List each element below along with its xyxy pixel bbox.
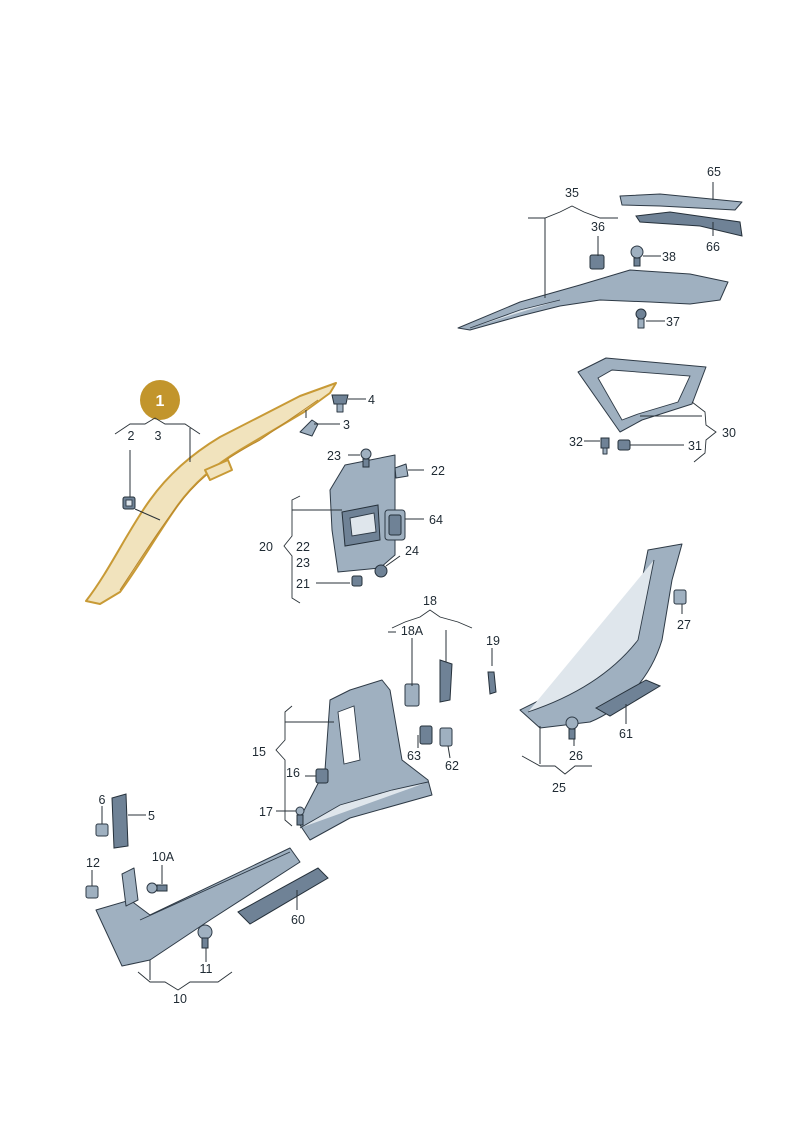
label-64: 64 [429, 513, 443, 527]
clip-36[interactable] [589, 254, 605, 270]
label-10A: 10A [152, 850, 175, 864]
label-30: 30 [722, 426, 736, 440]
badge-1: 1 [140, 380, 180, 420]
screw-37[interactable] [635, 308, 647, 329]
label-62: 62 [445, 759, 459, 773]
label-5: 5 [148, 809, 155, 823]
label-17: 17 [259, 805, 273, 819]
clip-26[interactable] [565, 716, 579, 740]
label-23-lower: 23 [296, 556, 310, 570]
clip-27[interactable] [673, 589, 687, 605]
label-65: 65 [707, 165, 721, 179]
label-37: 37 [666, 315, 680, 329]
label-36: 36 [591, 220, 605, 234]
label-31: 31 [688, 439, 702, 453]
b-pillar-lower-trim-15[interactable] [297, 679, 433, 841]
callout-labels: 65 35 36 38 66 37 4 3 2 3 23 22 64 20 22… [86, 165, 736, 1006]
label-6: 6 [99, 793, 106, 807]
label-22-lower: 22 [296, 540, 310, 554]
a-pillar-trim-highlighted[interactable] [85, 382, 337, 605]
label-66: 66 [706, 240, 720, 254]
label-61: 61 [619, 727, 633, 741]
screw-4[interactable] [331, 394, 349, 413]
strip-5[interactable] [111, 793, 129, 849]
rear-upper-trim-35[interactable] [457, 269, 729, 331]
label-3-upper: 3 [343, 418, 350, 432]
label-26: 26 [569, 749, 583, 763]
clip-6[interactable] [95, 823, 109, 837]
label-10: 10 [173, 992, 187, 1006]
clip-63[interactable] [419, 725, 433, 745]
quarter-window-trim-30[interactable] [577, 357, 707, 433]
clip-16[interactable] [315, 768, 329, 784]
clip-2[interactable] [122, 496, 136, 510]
clip-21[interactable] [351, 575, 363, 587]
scuff-plate-60[interactable] [237, 867, 329, 925]
front-sill-trim-10[interactable] [95, 847, 301, 967]
strip-19[interactable] [487, 671, 497, 695]
label-11: 11 [200, 962, 213, 976]
label-18: 18 [423, 594, 437, 608]
clip-22[interactable] [394, 463, 409, 479]
screw-23[interactable] [360, 448, 372, 468]
clip-12[interactable] [85, 885, 99, 899]
label-27: 27 [677, 618, 691, 632]
label-20: 20 [259, 540, 273, 554]
label-35: 35 [565, 186, 579, 200]
label-38: 38 [662, 250, 676, 264]
trim-strip-65[interactable] [619, 193, 743, 211]
label-3-lower: 3 [155, 429, 162, 443]
label-2: 2 [128, 429, 135, 443]
label-63: 63 [407, 749, 421, 763]
label-12: 12 [86, 856, 100, 870]
trim-strip-66[interactable] [635, 211, 743, 237]
label-24: 24 [405, 544, 419, 558]
label-25: 25 [552, 781, 566, 795]
bracket-18A[interactable] [404, 683, 420, 707]
label-19: 19 [486, 634, 500, 648]
rear-sill-trim-25[interactable] [519, 543, 683, 729]
screw-10A[interactable] [146, 882, 168, 894]
clip-62[interactable] [439, 727, 453, 747]
clip-17[interactable] [295, 806, 305, 826]
label-23-upper: 23 [327, 449, 341, 463]
label-32: 32 [569, 435, 583, 449]
leader-lines [91, 182, 717, 991]
b-pillar-upper-trim-20[interactable] [329, 454, 396, 573]
scuff-plate-61[interactable] [594, 679, 662, 717]
label-15: 15 [252, 745, 266, 759]
bracket-64[interactable] [384, 509, 406, 541]
clip-32[interactable] [600, 437, 610, 455]
clip-31[interactable] [617, 439, 631, 451]
clip-38[interactable] [630, 245, 644, 267]
label-16: 16 [286, 766, 300, 780]
svg-text:1: 1 [156, 393, 165, 410]
label-60: 60 [291, 913, 305, 927]
label-22-upper: 22 [431, 464, 445, 478]
bracket-18[interactable] [439, 659, 453, 703]
label-21: 21 [296, 577, 310, 591]
label-18A: 18A [401, 624, 424, 638]
clip-11[interactable] [197, 924, 213, 949]
label-4: 4 [368, 393, 375, 407]
clip-24[interactable] [374, 564, 388, 578]
